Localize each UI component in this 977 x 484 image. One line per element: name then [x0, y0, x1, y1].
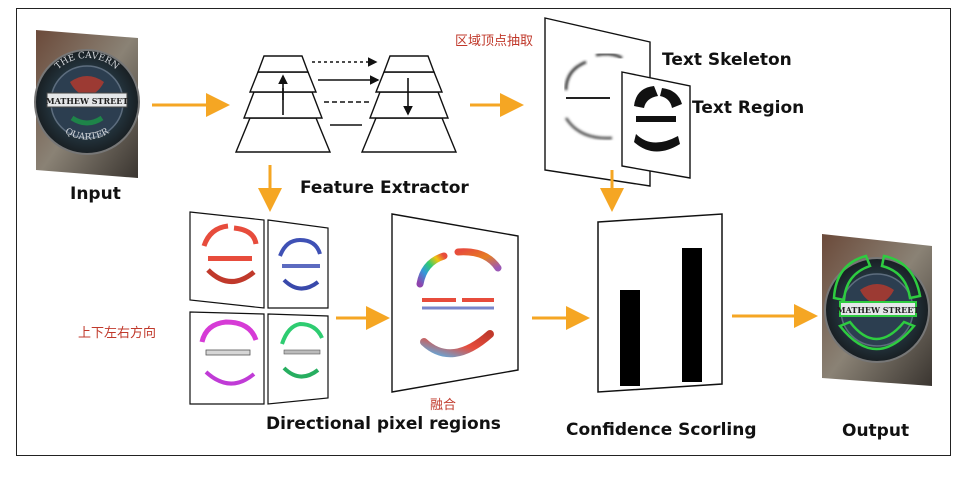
label-input: Input [70, 184, 121, 204]
label-text-skeleton: Text Skeleton [662, 50, 792, 70]
confidence-scoring-graphic [597, 213, 723, 393]
panel-left-strokes [199, 319, 259, 386]
label-directional-pixel-regions: Directional pixel regions [266, 414, 501, 434]
output-image: MATHEW STREET [822, 234, 932, 386]
annotation-four-directions: 上下左右方向 [78, 326, 157, 341]
label-feature-extractor: Feature Extractor [300, 178, 469, 198]
label-confidence-scoring: Confidence Scorling [566, 420, 757, 440]
panel-right [267, 313, 329, 405]
panel-up-strokes [201, 223, 259, 284]
panel-left [189, 311, 265, 405]
text-region-map [621, 71, 691, 179]
label-output: Output [842, 421, 910, 441]
panel-right-strokes [280, 321, 324, 379]
panel-down-strokes [278, 237, 322, 291]
annotation-region-vertex-extraction: 区域顶点抽取 [455, 34, 534, 49]
fused-map [391, 213, 519, 393]
input-image: MATHEW STREET THE CAVERN QUARTER [34, 30, 140, 178]
input-arc-bottom: QUARTER [63, 127, 111, 143]
annotation-fusion: 融合 [430, 398, 457, 413]
output-street-name: MATHEW STREET [837, 305, 920, 315]
score-bar-low [620, 290, 640, 386]
score-bar-high [682, 248, 702, 382]
feature-extractor-arrows [278, 57, 413, 126]
feature-extractor-graphic [234, 55, 458, 153]
input-street-name: MATHEW STREET [46, 96, 129, 106]
label-text-region: Text Region [692, 98, 805, 118]
